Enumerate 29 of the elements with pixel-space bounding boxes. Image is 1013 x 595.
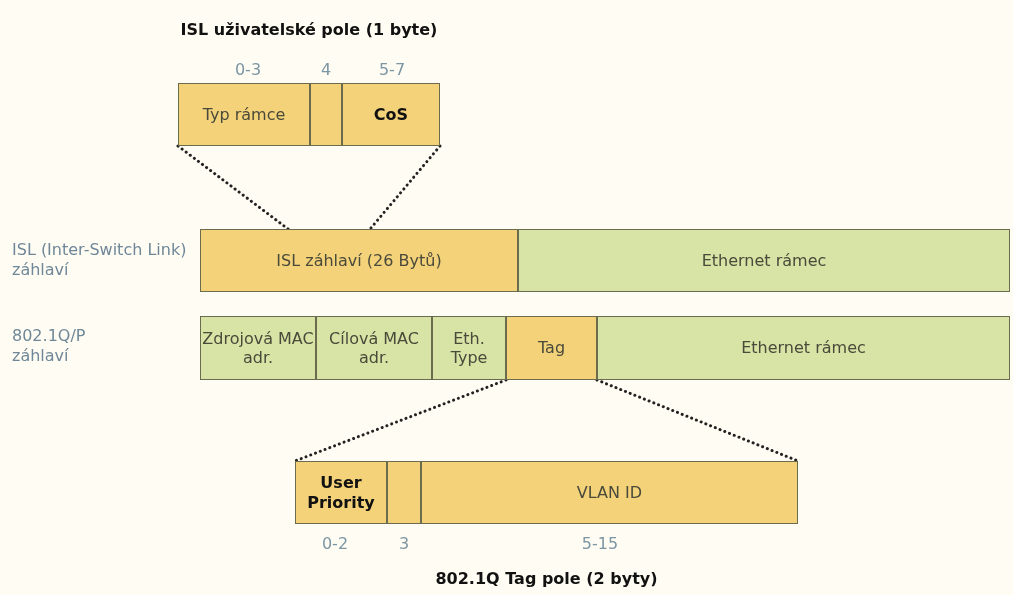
field-cell: Ethernet rámec [597, 316, 1010, 380]
field-cell: Cílová MAC adr. [316, 316, 432, 380]
bit-number: 3 [397, 534, 411, 554]
row-label: ISL (Inter-Switch Link) záhlaví [12, 240, 188, 280]
dotted-connector [293, 378, 508, 463]
field-cell: User Priority [295, 461, 387, 524]
empty-field-cell [387, 461, 421, 524]
dotted-connector [368, 144, 442, 231]
field-cell: CoS [342, 83, 440, 146]
bit-number: 0-3 [233, 60, 263, 80]
empty-field-cell [310, 83, 342, 146]
field-cell: Zdrojová MAC adr. [200, 316, 316, 380]
bit-field-group [178, 20, 440, 146]
bit-number: 4 [319, 60, 333, 80]
field-cell: ISL záhlaví (26 Bytů) [200, 229, 518, 292]
field-cell: Eth. Type [432, 316, 506, 380]
bit-number: 5-7 [377, 60, 407, 80]
bit-number: 5-15 [580, 534, 620, 554]
field-cell: Ethernet rámec [518, 229, 1010, 292]
field-cell: VLAN ID [421, 461, 798, 524]
field-heading: 802.1Q Tag pole (2 byty) [434, 569, 659, 588]
field-cell: Typ rámce [178, 83, 310, 146]
row-label: 802.1Q/P záhlaví [12, 326, 87, 366]
bit-field-group [295, 461, 798, 588]
field-cell: Tag [506, 316, 597, 380]
dotted-connector [595, 378, 800, 463]
field-heading: ISL uživatelské pole (1 byte) [179, 20, 439, 39]
bit-number: 0-2 [320, 534, 350, 554]
dotted-connector [176, 144, 290, 231]
